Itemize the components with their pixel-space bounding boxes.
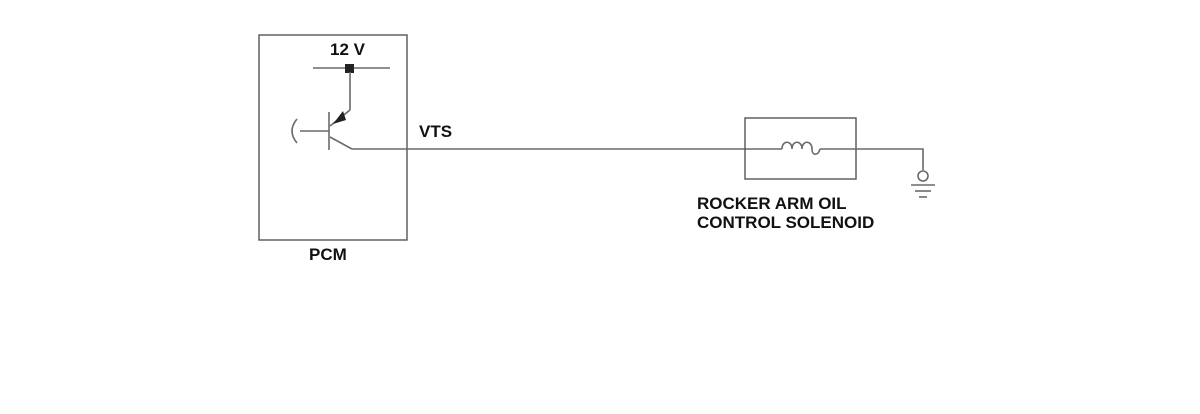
pnp-transistor-icon xyxy=(291,109,353,150)
solenoid-label-line2: CONTROL SOLENOID xyxy=(697,213,874,232)
supply-voltage-label: 12 V xyxy=(330,40,366,59)
vts-label: VTS xyxy=(419,122,452,141)
supply-rail xyxy=(313,64,390,110)
junction-node-icon xyxy=(345,64,354,73)
solenoid-label-line1: ROCKER ARM OIL xyxy=(697,194,847,213)
ground-wire xyxy=(820,148,924,170)
pcm-box xyxy=(258,34,408,241)
ground-icon xyxy=(911,170,935,198)
solenoid-coil-icon xyxy=(781,141,821,156)
pcm-label: PCM xyxy=(309,245,347,264)
